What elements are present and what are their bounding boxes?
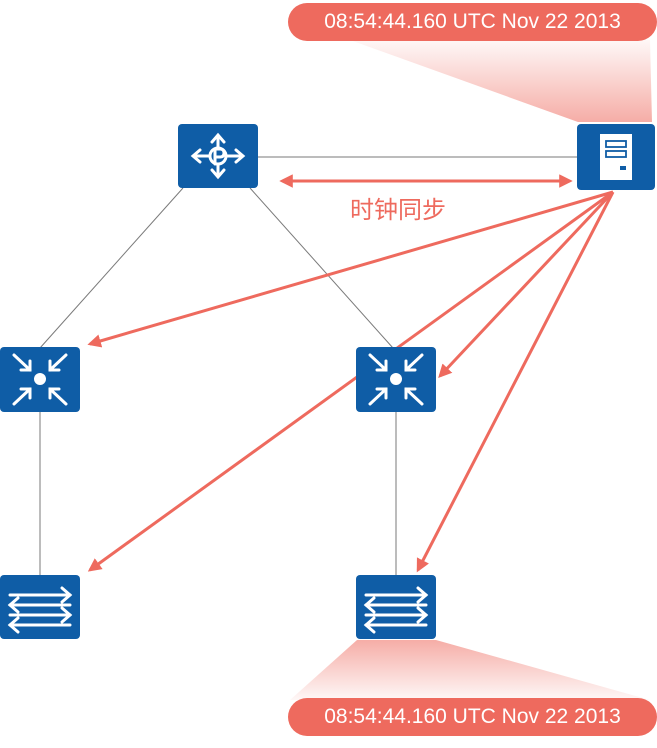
sync-arrow-access-left xyxy=(87,190,614,572)
core-switch-left-device xyxy=(0,347,80,412)
clock-sync-label: 时钟同步 xyxy=(350,196,446,224)
layer2-switch-icon xyxy=(363,586,429,634)
timestamp-callout-top xyxy=(350,40,652,122)
server-icon xyxy=(600,134,632,180)
link-router-core-right xyxy=(249,187,394,349)
layer3-switch-icon xyxy=(368,353,424,406)
layer2-switch-icon xyxy=(7,586,73,634)
timestamp-bottom: 08:54:44.160 UTC Nov 22 2013 xyxy=(288,698,657,736)
timestamp-callout-bottom xyxy=(290,640,650,700)
network-links xyxy=(39,156,577,575)
sync-arrow-core-right xyxy=(438,190,615,378)
router-device xyxy=(178,124,258,188)
core-switch-right-device xyxy=(356,347,436,412)
timestamp-top: 08:54:44.160 UTC Nov 22 2013 xyxy=(288,3,657,41)
layer3-switch-icon xyxy=(12,353,68,406)
link-router-core-left xyxy=(39,187,184,349)
router-icon xyxy=(190,132,246,180)
access-switch-left-device xyxy=(0,575,80,639)
sync-arrow-core-left xyxy=(87,190,614,348)
sync-arrow-access-right xyxy=(416,191,615,573)
clock-sync-arrows xyxy=(87,174,615,573)
access-switch-right-device xyxy=(356,575,436,639)
ntp-server-device xyxy=(577,124,655,190)
